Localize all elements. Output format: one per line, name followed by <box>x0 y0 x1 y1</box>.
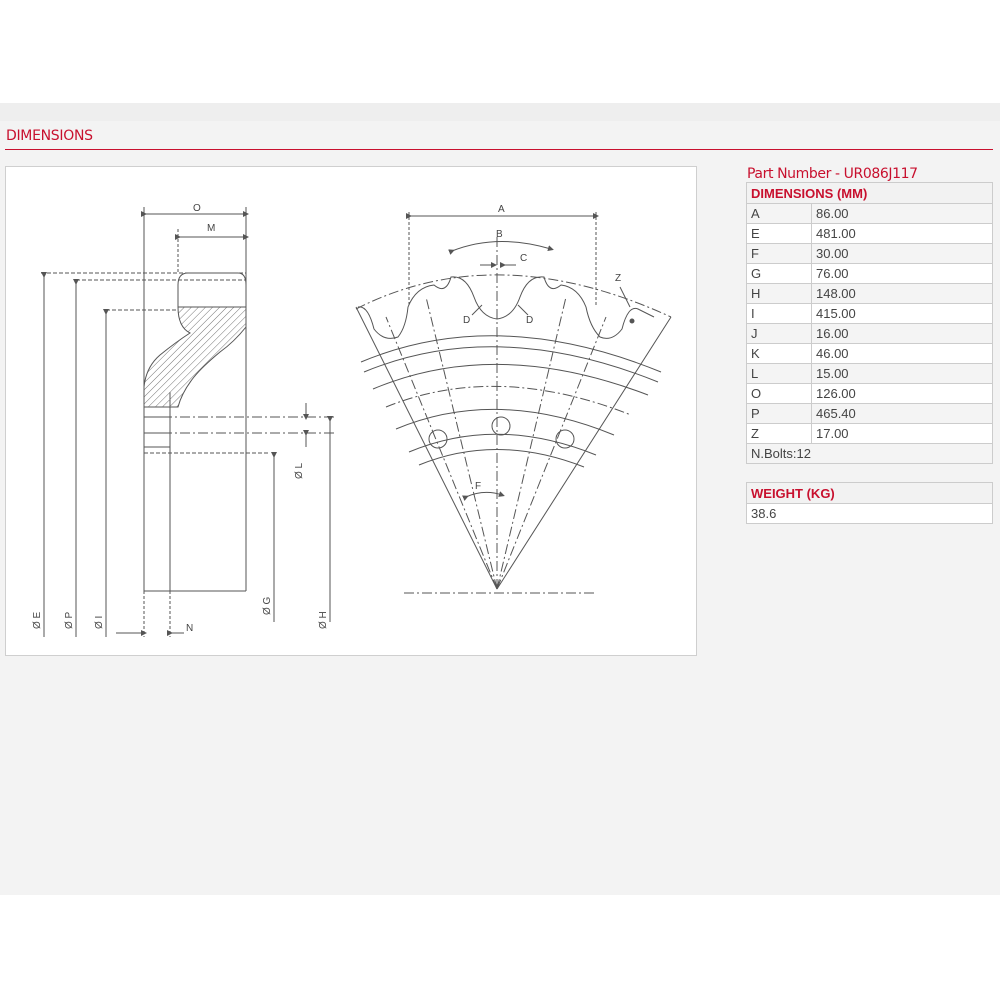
dim-value: 17.00 <box>811 423 993 444</box>
part-number: Part Number - UR086J117 <box>747 166 918 182</box>
dim-value: 15.00 <box>811 363 993 384</box>
weight-table: WEIGHT (KG) 38.6 <box>746 482 993 524</box>
dim-value: 481.00 <box>811 223 993 244</box>
dim-value: 16.00 <box>811 323 993 344</box>
dim-label-F: F <box>475 481 481 492</box>
dim-value: 126.00 <box>811 383 993 404</box>
dim-key: K <box>746 343 812 364</box>
dim-value: 465.40 <box>811 403 993 424</box>
dim-key: E <box>746 223 812 244</box>
dim-key: G <box>746 263 812 284</box>
dim-label-C: C <box>520 253 527 264</box>
dim-label-P: Ø P <box>64 611 75 629</box>
dim-label-H: Ø H <box>318 611 329 629</box>
dim-label-D-right: D <box>526 315 533 326</box>
dim-label-L: Ø L <box>294 462 305 479</box>
dim-key: A <box>746 203 812 224</box>
title-divider <box>5 149 993 150</box>
technical-drawing: O M Ø E Ø P Ø I Ø G Ø L Ø H N <box>5 166 697 656</box>
dim-value: 86.00 <box>811 203 993 224</box>
dim-label-Z: Z <box>615 273 621 284</box>
dim-value: 148.00 <box>811 283 993 304</box>
dim-key: J <box>746 323 812 344</box>
dim-key: O <box>746 383 812 404</box>
dim-label-G: Ø G <box>262 596 273 615</box>
front-sector-view: A B C D D Z F <box>355 204 672 594</box>
dim-key: F <box>746 243 812 264</box>
dim-label-O: O <box>193 203 201 214</box>
dim-key: P <box>746 403 812 424</box>
dim-key: I <box>746 303 812 324</box>
weight-table-header: WEIGHT (KG) <box>746 482 993 504</box>
dim-label-E: Ø E <box>32 611 43 629</box>
dim-key: H <box>746 283 812 304</box>
dim-label-N: N <box>186 623 193 634</box>
section-title: DIMENSIONS <box>6 128 93 144</box>
dimensions-table-header: DIMENSIONS (MM) <box>746 182 993 204</box>
panel-top-band <box>0 103 1000 121</box>
table-row: N.Bolts:12 <box>746 443 993 464</box>
dim-value: 46.00 <box>811 343 993 364</box>
side-section-view: O M Ø E Ø P Ø I Ø G Ø L Ø H N <box>32 203 336 637</box>
dim-key: Z <box>746 423 812 444</box>
dim-label-M: M <box>207 223 215 234</box>
dim-label-I: Ø I <box>94 616 105 629</box>
dim-value: 30.00 <box>811 243 993 264</box>
dim-value: 76.00 <box>811 263 993 284</box>
weight-value: 38.6 <box>746 503 993 524</box>
dim-label-D-left: D <box>463 315 470 326</box>
dim-key: L <box>746 363 812 384</box>
bolts-count: N.Bolts:12 <box>746 443 993 464</box>
dim-value: 415.00 <box>811 303 993 324</box>
dim-label-B: B <box>496 229 503 240</box>
dim-label-A: A <box>498 204 505 215</box>
